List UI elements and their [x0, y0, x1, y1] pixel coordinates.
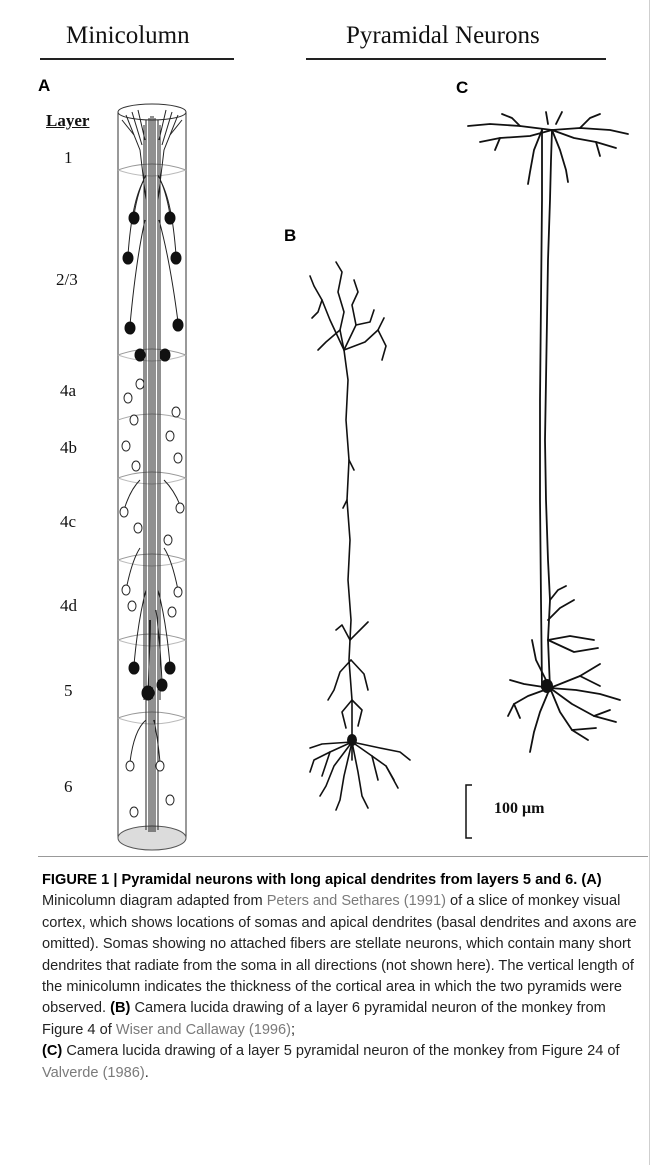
caption-divider — [38, 856, 648, 857]
caption-tag-c: (C) — [42, 1043, 62, 1059]
neuron-b-soma — [347, 734, 357, 746]
figure-drawings — [0, 0, 657, 860]
caption-tag-a: (A) — [581, 872, 601, 888]
scale-bar-label: 100 μm — [494, 800, 544, 818]
minicolumn-diagram — [118, 104, 186, 850]
caption-title: FIGURE 1 | Pyramidal neurons with long a… — [42, 872, 577, 888]
ref-link-peters-sethares[interactable]: Peters and Sethares (1991) — [267, 893, 446, 909]
neuron-b-drawing — [310, 262, 410, 810]
scale-bar — [466, 785, 472, 838]
ref-link-valverde[interactable]: Valverde (1986) — [42, 1065, 145, 1081]
figure-caption: FIGURE 1 | Pyramidal neurons with long a… — [42, 870, 646, 1084]
minicolumn-stellate-somas — [120, 379, 184, 817]
caption-tag-b: (B) — [110, 1000, 130, 1016]
neuron-c-drawing — [468, 112, 628, 752]
neuron-c-soma — [541, 679, 553, 693]
caption-text-a-1: Minicolumn diagram adapted from — [42, 893, 267, 909]
ref-link-wiser-callaway[interactable]: Wiser and Callaway (1996) — [116, 1022, 291, 1038]
caption-text-b-2: ; — [291, 1022, 295, 1038]
caption-text-a-2: of a slice of monkey visual cortex, whic… — [42, 893, 637, 1016]
caption-text-c-1: Camera lucida drawing of a layer 5 pyram… — [62, 1043, 619, 1059]
caption-text-c-2: . — [145, 1065, 149, 1081]
